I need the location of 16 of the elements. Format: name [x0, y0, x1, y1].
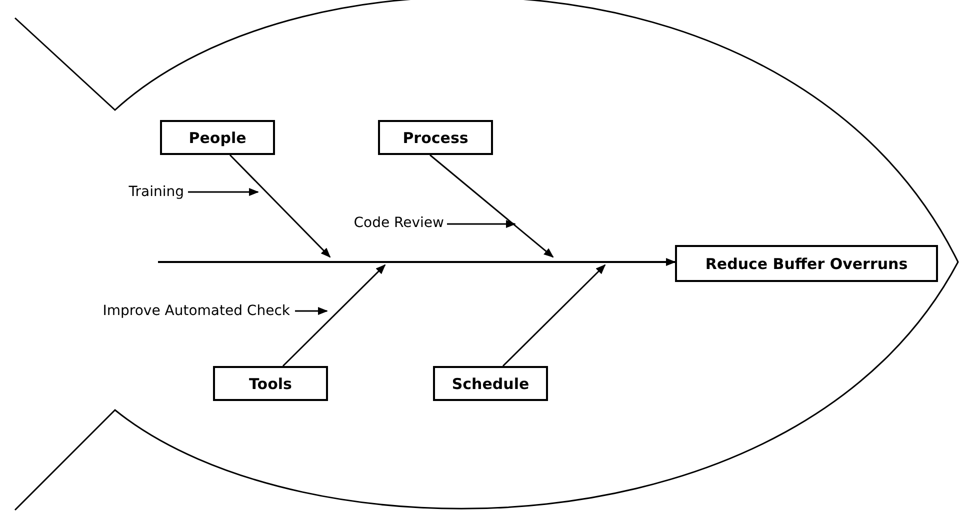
spine-arrow [158, 258, 676, 266]
category-box: Schedule [433, 366, 548, 401]
leader-arrow [295, 307, 328, 315]
bone-arrow [430, 154, 554, 258]
effect-box: Reduce Buffer Overruns [675, 245, 938, 282]
cause-label: Improve Automated Check [102, 301, 290, 321]
bone-arrow [502, 264, 606, 367]
leader-arrow [188, 188, 259, 196]
bone-arrow [282, 264, 386, 367]
cause-label: Training [128, 182, 184, 202]
cause-label: Code Review [354, 214, 444, 232]
leader-arrow [447, 220, 516, 228]
category-box: People [160, 120, 275, 155]
category-box: Process [378, 120, 493, 155]
bone-arrow [229, 154, 331, 258]
category-box: Tools [213, 366, 328, 401]
